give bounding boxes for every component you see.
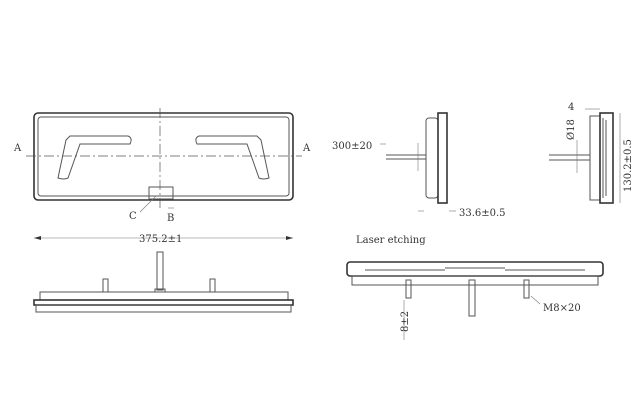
cable-length-label: 300±20 <box>332 141 372 152</box>
bottom-view <box>33 251 294 313</box>
length-dimension: 375.2±1 <box>34 234 293 245</box>
thread-label: M8×20 <box>543 303 581 314</box>
section-a-left-label: A <box>13 143 22 154</box>
laser-etching-label: Laser etching <box>356 235 426 246</box>
height-label: 130.2±0.5 <box>623 139 634 192</box>
side-view: 300±20 33.6±0.5 <box>332 112 506 219</box>
detail-c-label: C <box>129 211 137 222</box>
section-b-label: B <box>167 213 174 224</box>
front-view: A A C B <box>13 108 311 224</box>
section-view: Laser etching 8±2 M8×20 <box>346 235 604 340</box>
right-section-view: 4 Ø18 130.2±0.5 <box>549 102 634 204</box>
depth-label: 33.6±0.5 <box>459 208 506 219</box>
flange-label: 4 <box>568 102 574 113</box>
stud-length-label: 8±2 <box>400 311 411 332</box>
cable-diameter-label: Ø18 <box>566 119 577 140</box>
section-a-right-label: A <box>302 143 311 154</box>
length-label: 375.2±1 <box>139 234 182 245</box>
